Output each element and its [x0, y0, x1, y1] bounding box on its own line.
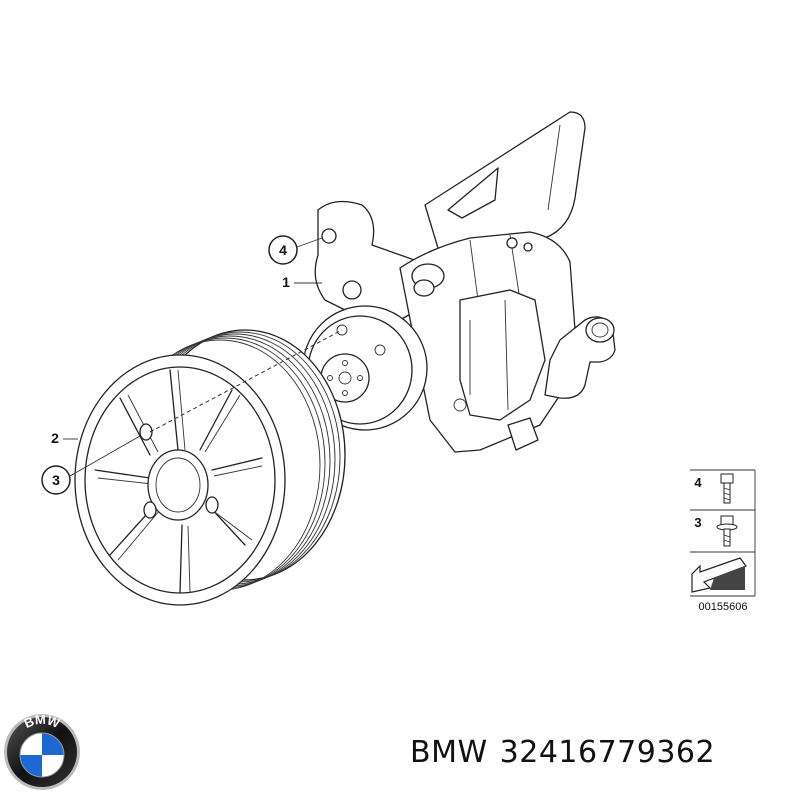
power-steering-pump [302, 111, 616, 453]
assembly-line [149, 329, 343, 433]
legend: 4 3 00155606 [690, 469, 756, 613]
brand-name: BMW [410, 735, 488, 770]
callout-2: 2 [51, 430, 78, 446]
legend-item-4-number: 4 [694, 475, 702, 490]
callout-2-number: 2 [51, 430, 59, 446]
part-number: 32416779362 [499, 735, 716, 770]
flange-bolt-icon [716, 515, 738, 547]
bmw-logo: BMW [4, 712, 80, 790]
part-caption: BMW 32416779362 [410, 735, 727, 770]
callout-4: 4 [268, 235, 323, 265]
callout-1: 1 [282, 274, 322, 290]
direction-arrow-icon [691, 557, 747, 593]
callout-4-number: 4 [279, 242, 287, 258]
callout-3: 3 [41, 435, 141, 495]
legend-item-3-number: 3 [694, 515, 701, 530]
callout-3-number: 3 [52, 472, 60, 488]
bolt-icon [720, 473, 734, 504]
pulley [74, 329, 346, 606]
diagram-code: 00155606 [699, 601, 748, 613]
callout-1-number: 1 [282, 274, 290, 290]
